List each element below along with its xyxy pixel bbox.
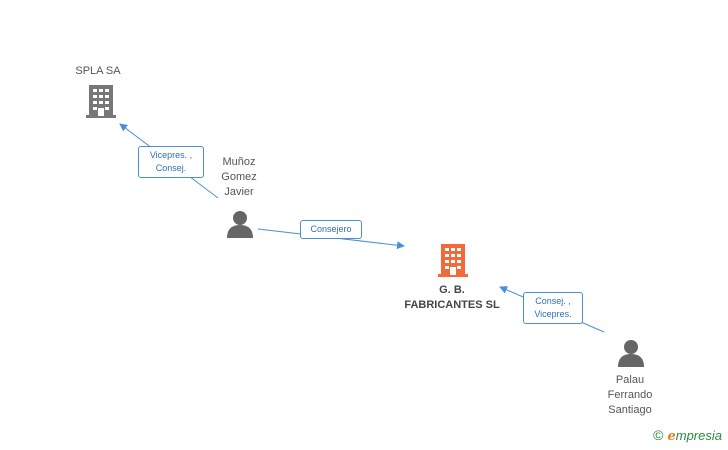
copyright-icon: © xyxy=(653,427,664,443)
edge-label-munoz-spla: Vicepres. , Consej. xyxy=(138,146,204,178)
person-icon[interactable] xyxy=(227,211,253,238)
edge-label-munoz-gb: Consejero xyxy=(300,220,362,239)
brand-name: mpresia xyxy=(675,428,722,443)
brand-initial: e xyxy=(667,429,676,444)
node-label-gb-fabricantes[interactable]: G. B. FABRICANTES SL xyxy=(404,284,500,311)
building-icon-main[interactable] xyxy=(438,244,468,277)
node-label-spla[interactable]: SPLA SA xyxy=(75,65,121,77)
node-label-palau[interactable]: Palau Ferrando Santiago xyxy=(607,374,653,416)
empresia-logo[interactable]: ©empresia xyxy=(653,427,722,444)
node-label-munoz[interactable]: Muñoz Gomez Javier xyxy=(221,156,257,198)
edge-label-palau-gb: Consej. , Vicepres. xyxy=(523,292,583,324)
person-icon[interactable] xyxy=(618,340,644,367)
building-icon[interactable] xyxy=(86,85,116,118)
